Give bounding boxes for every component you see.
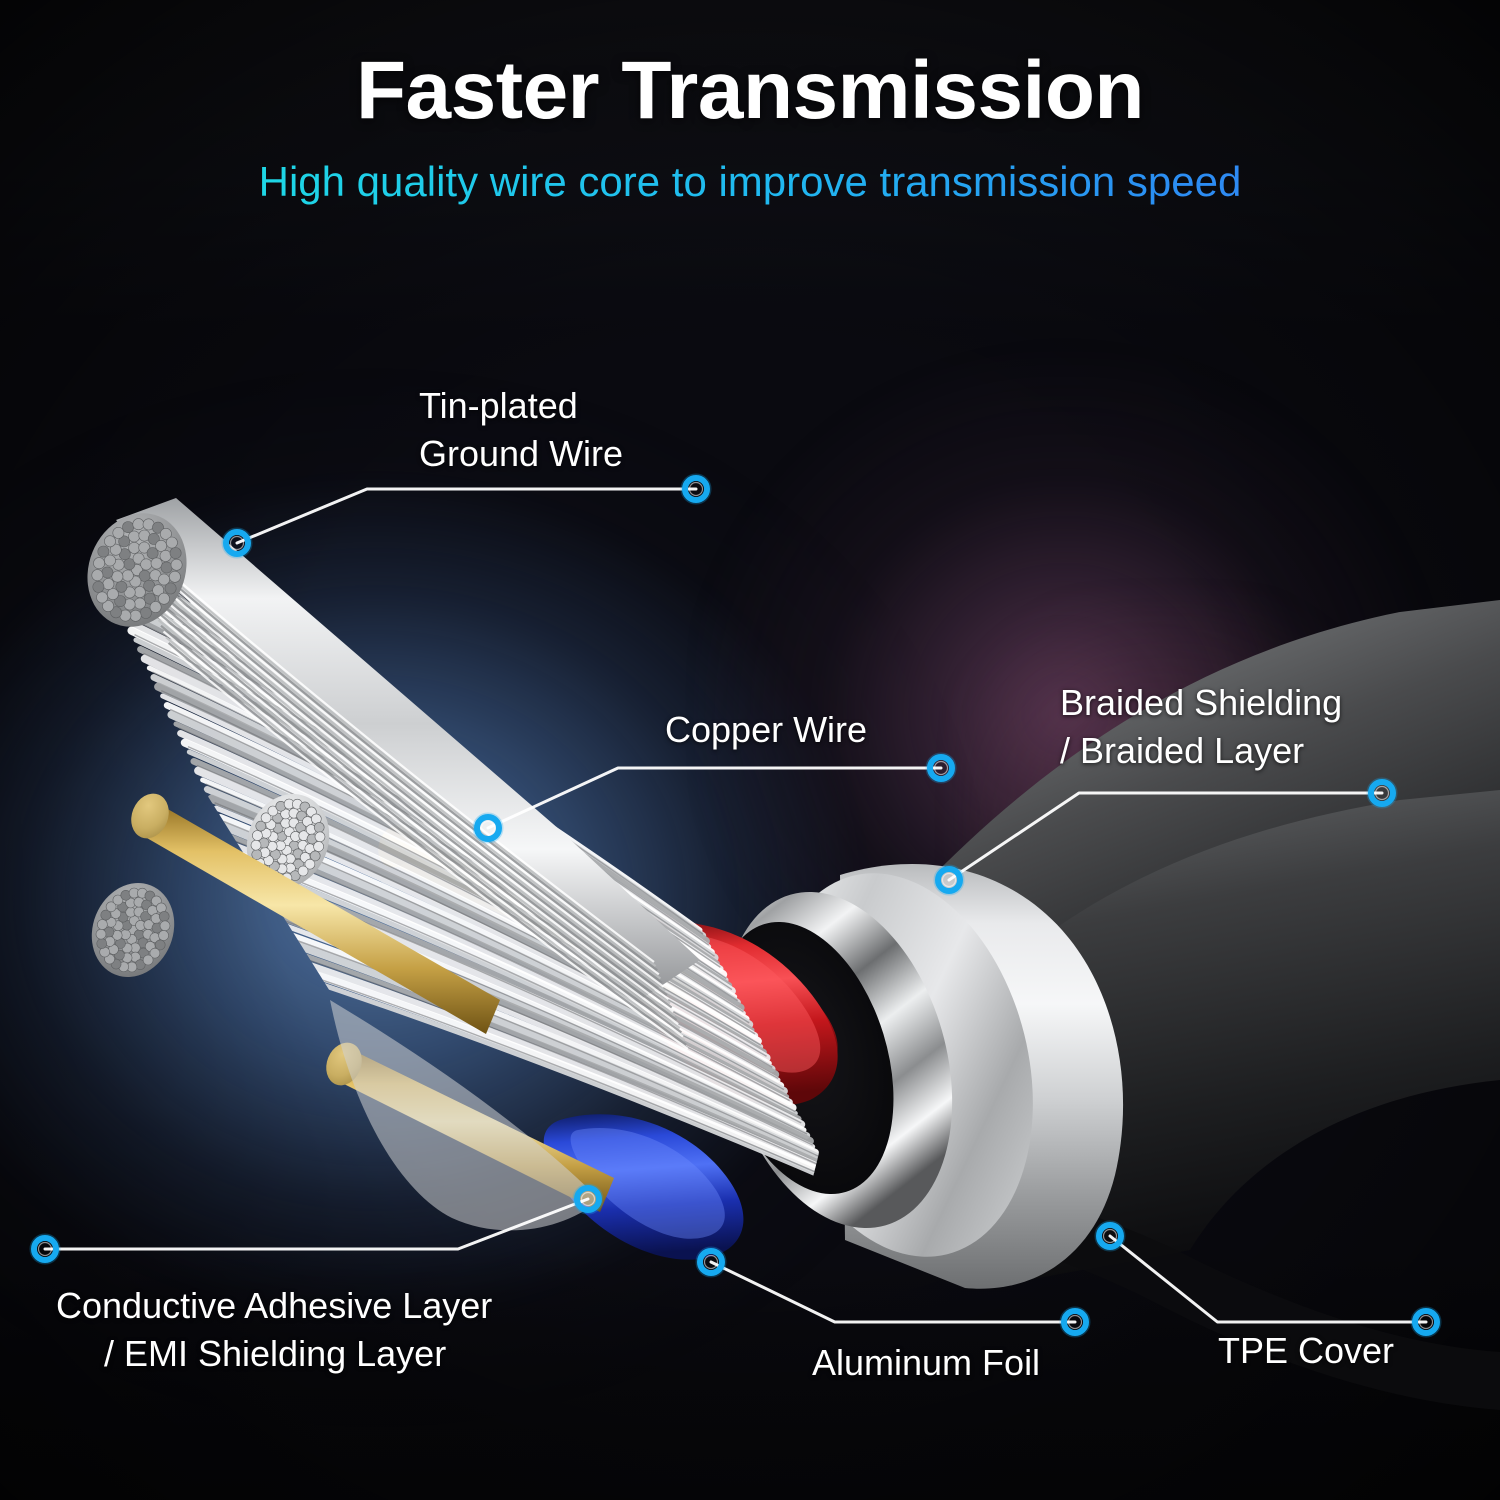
callout-label-conductive-adhesive-layer: Conductive Adhesive Layer / EMI Shieldin… — [56, 1282, 492, 1378]
page-subtitle: High quality wire core to improve transm… — [0, 158, 1500, 206]
callout-label-line1: TPE Cover — [1218, 1330, 1395, 1371]
emi-shielding-layer — [330, 1000, 600, 1231]
page-title: Faster Transmission — [355, 45, 1145, 136]
callout-label-line1: Conductive Adhesive Layer — [56, 1285, 493, 1326]
ground-wire-body — [116, 498, 700, 1000]
callout-label-tin-plated-ground-wire: Tin-plated Ground Wire — [419, 382, 623, 478]
copper-wire-free-upper — [140, 800, 500, 1034]
blue-conductor — [543, 1114, 744, 1260]
callout-label-braided-shielding: Braided Shielding / Braided Layer — [1060, 679, 1342, 775]
callout-label-line2: / Braided Layer — [1060, 730, 1305, 771]
tin-plated-ground-wire-bundle — [87, 498, 700, 1050]
callout-label-tpe-cover: TPE Cover — [1218, 1327, 1394, 1375]
callout-label-line2: / EMI Shielding Layer — [104, 1333, 447, 1374]
callout-label-line1: Copper Wire — [665, 709, 868, 750]
blue-conductor-highlight — [570, 1128, 725, 1239]
tin-plated-strand-bundle-lower — [91, 883, 175, 977]
callout-label-copper-wire: Copper Wire — [665, 706, 867, 754]
callout-label-aluminum-foil: Aluminum Foil — [812, 1339, 1040, 1387]
callout-label-line1: Aluminum Foil — [812, 1342, 1041, 1383]
callout-label-line2: Ground Wire — [419, 433, 624, 474]
tpe-cover-upper — [905, 600, 1500, 1262]
copper-wire-free-upper-face — [131, 793, 169, 839]
callout-label-line1: Tin-plated — [419, 385, 578, 426]
callout-label-line1: Braided Shielding — [1060, 682, 1343, 723]
tin-plated-strand-bundle-upper — [246, 794, 330, 888]
